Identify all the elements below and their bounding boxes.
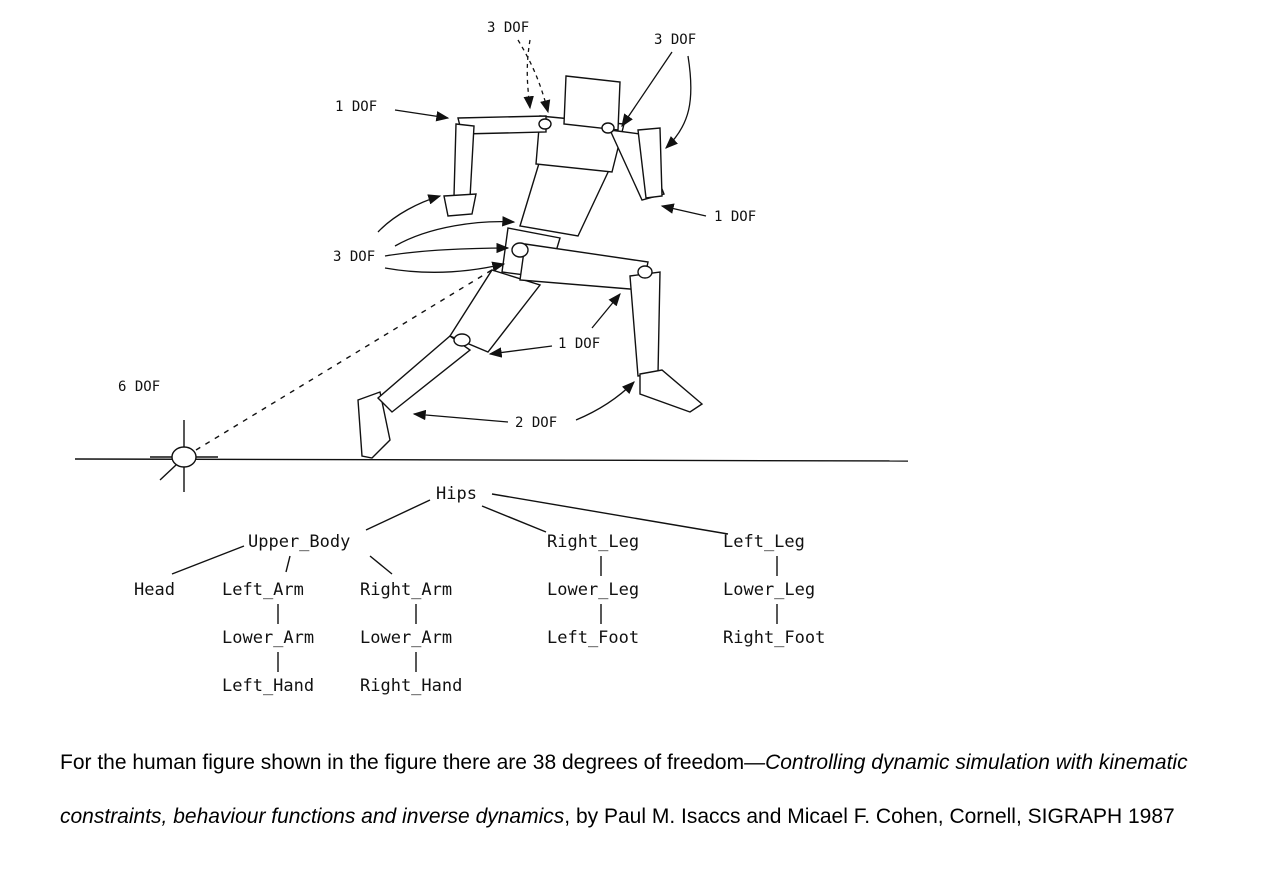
knee-arrow-2 [591, 292, 621, 329]
node-hips: Hips [436, 484, 477, 504]
neck-arrow [517, 39, 551, 114]
node-left-lower-arm: Lower_Arm [222, 628, 314, 648]
back-shin [376, 335, 472, 413]
node-right-arm: Right_Arm [360, 580, 452, 600]
neck-arrow-2 [523, 39, 534, 110]
back-lower-arm [453, 123, 475, 199]
right-elbow-arrow [660, 203, 707, 217]
node-upper-body: Upper_Body [248, 532, 350, 552]
hips-arrow-1 [377, 194, 442, 233]
node-left-lower-leg: Lower_Leg [723, 580, 815, 600]
hierarchy-tree: Hips Upper_Body Head Left_Arm Right_Arm … [134, 484, 825, 696]
dof-label-ankle: 2 DOF [515, 415, 557, 431]
front-thigh [519, 243, 649, 291]
dof-label-neck: 3 DOF [487, 20, 529, 36]
hips-arrow-2 [394, 216, 516, 247]
torso-lower [519, 159, 612, 237]
hips-arrow-4 [384, 261, 506, 274]
node-right-lower-leg: Lower_Leg [547, 580, 639, 600]
front-lower-arm [637, 127, 663, 199]
front-foot [639, 369, 704, 413]
front-shin [629, 271, 661, 377]
dof-label-right-shoulder: 3 DOF [654, 32, 696, 48]
node-left-hand: Left_Hand [222, 676, 314, 696]
shoulder-arrow-2 [665, 55, 692, 149]
root-to-hip-dashed-line [195, 261, 506, 451]
node-right-hand: Right_Hand [360, 676, 462, 696]
dof-label-knee: 1 DOF [558, 336, 600, 352]
dof-label-hips: 3 DOF [333, 249, 375, 265]
node-left-foot: Left_Foot [547, 628, 639, 648]
figure-caption: For the human figure shown in the figure… [60, 736, 1260, 844]
node-right-lower-arm: Lower_Arm [360, 628, 452, 648]
back-foot [357, 391, 391, 459]
head [563, 75, 621, 131]
articulated-figure-diagram: 3 DOF 3 DOF 1 DOF 1 DOF 3 DOF 1 DOF 2 DO… [74, 20, 909, 696]
ankle-arrow-2 [575, 381, 635, 421]
shoulder-arrow-1 [621, 51, 673, 128]
root-joint [150, 420, 218, 492]
back-thigh [448, 269, 542, 353]
caption-text-1: For the human figure shown in the figure… [60, 751, 766, 774]
node-right-leg: Right_Leg [547, 532, 639, 552]
caption-text-2: , by Paul M. Isaccs and Micael F. Cohen,… [564, 805, 1175, 828]
ground-line [74, 458, 909, 462]
hips-arrow-3 [384, 242, 510, 257]
dof-label-left-elbow: 1 DOF [335, 99, 377, 115]
human-figure [357, 75, 704, 459]
node-head: Head [134, 580, 175, 600]
node-left-leg: Left_Leg [723, 532, 805, 552]
ankle-arrow-1 [412, 409, 509, 423]
dof-label-root: 6 DOF [118, 379, 160, 395]
left-elbow-arrow [394, 109, 450, 122]
knee-arrow-1 [488, 345, 553, 358]
caption-title: Controlling dynamic simulation with kine… [60, 751, 1188, 828]
node-left-arm: Left_Arm [222, 580, 304, 600]
node-right-foot: Right_Foot [723, 628, 825, 648]
dof-label-right-elbow: 1 DOF [714, 209, 756, 225]
back-hand [443, 193, 477, 217]
